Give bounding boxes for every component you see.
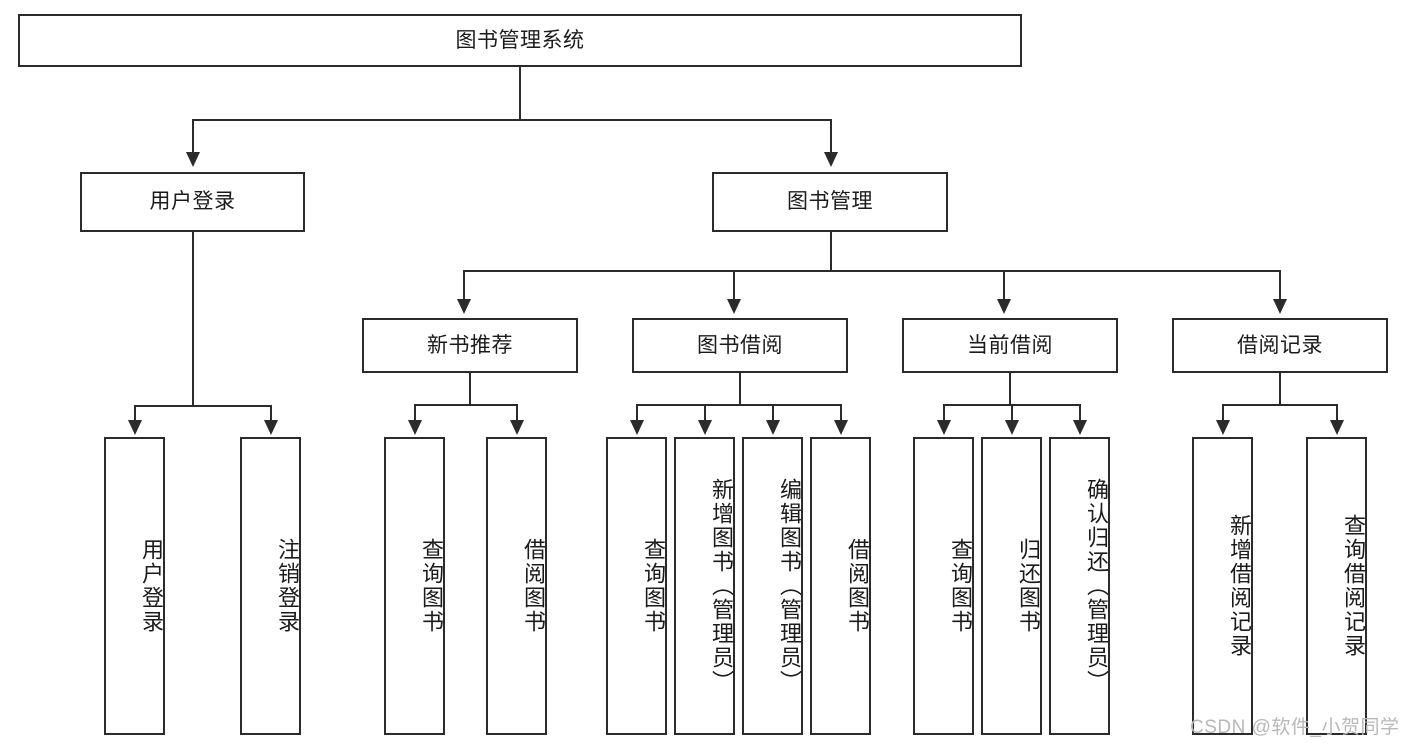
arrow-new-book-recommend [457,299,471,314]
arrow-nbr-leaf-2 [510,420,524,435]
connector-drop-cb-leaf-2 [1011,404,1013,422]
node-current-borrow[interactable]: 当前借阅 [902,318,1118,373]
connector-drop-leaf-user-login [134,405,136,423]
connector-drop-br-leaf-2 [1336,404,1338,422]
connector-drop-borrow-record [1279,270,1281,302]
arrow-bb-leaf-1 [630,420,644,435]
watermark-text: CSDN @软件_小贺同学 [1190,717,1400,738]
node-label: 注销登录 [275,538,300,634]
connector-borrow-record-leaf-bus [1222,404,1338,406]
node-label: 借阅图书 [845,538,870,634]
arrow-user-login [186,152,200,167]
connector-drop-leaf-logout [270,405,272,423]
node-label: 新增图书（管理员） [709,478,734,694]
node-label: 当前借阅 [967,333,1053,357]
arrow-book-management [824,152,838,167]
arrow-cb-leaf-2 [1005,420,1019,435]
connector-current-borrow-stem [1009,373,1011,406]
arrow-bb-leaf-4 [834,420,848,435]
node-label: 用户登录 [149,190,236,214]
connector-drop-user-login [192,119,194,155]
leaf-cb-return-book[interactable]: 归还图书 [981,437,1042,735]
leaf-br-query-record[interactable]: 查询借阅记录 [1306,437,1367,735]
connector-drop-bb-leaf-3 [772,404,774,422]
node-label: 查询图书 [641,538,666,634]
arrow-bb-leaf-2 [698,420,712,435]
arrow-leaf-user-login [128,420,142,435]
leaf-nbr-borrow-book[interactable]: 借阅图书 [486,437,547,735]
arrow-book-borrow [727,299,741,314]
node-root-book-management-system[interactable]: 图书管理系统 [18,14,1022,67]
arrow-nbr-leaf-1 [408,420,422,435]
node-label: 图书管理 [787,190,873,214]
connector-drop-cb-leaf-3 [1079,404,1081,422]
connector-new-book-recommend-stem [469,373,471,406]
leaf-cb-confirm-return-admin[interactable]: 确认归还（管理员） [1049,437,1110,735]
connector-drop-nbr-leaf-1 [414,404,416,422]
node-book-management[interactable]: 图书管理 [712,172,948,232]
connector-new-book-recommend-leaf-bus [414,404,518,406]
connector-user-login-stem [192,232,194,407]
connector-borrow-record-stem [1279,373,1281,406]
leaf-user-login[interactable]: 用户登录 [104,437,165,735]
node-label: 图书管理系统 [455,28,585,52]
leaf-bb-borrow-book[interactable]: 借阅图书 [810,437,871,735]
node-label: 新书推荐 [427,333,513,357]
connector-drop-bb-leaf-1 [636,404,638,422]
node-label: 图书借阅 [697,333,783,357]
node-label: 查询图书 [419,538,444,634]
connector-drop-bb-leaf-2 [704,404,706,422]
connector-drop-book-borrow [733,270,735,302]
leaf-bb-edit-book-admin[interactable]: 编辑图书（管理员） [742,437,803,735]
node-new-book-recommend[interactable]: 新书推荐 [362,318,578,373]
node-label: 确认归还（管理员） [1084,478,1109,694]
arrow-borrow-record [1273,299,1287,314]
connector-level2-bus [192,119,832,121]
leaf-cb-query-book[interactable]: 查询图书 [913,437,974,735]
connector-drop-book-management [830,119,832,155]
arrow-br-leaf-1 [1216,420,1230,435]
connector-root-stem [519,67,521,120]
arrow-bb-leaf-3 [766,420,780,435]
leaf-bb-query-book[interactable]: 查询图书 [606,437,667,735]
node-label: 编辑图书（管理员） [777,478,802,694]
leaf-bb-add-book-admin[interactable]: 新增图书（管理员） [674,437,735,735]
connector-user-login-leaf-bus [134,405,272,407]
connector-book-borrow-stem [739,373,741,406]
node-user-login[interactable]: 用户登录 [80,172,305,232]
node-label: 归还图书 [1016,538,1041,634]
node-label: 用户登录 [139,538,164,634]
connector-book-management-stem [830,232,832,272]
leaf-br-add-record[interactable]: 新增借阅记录 [1192,437,1253,735]
leaf-nbr-query-book[interactable]: 查询图书 [384,437,445,735]
arrow-leaf-logout [264,420,278,435]
node-label: 查询图书 [948,538,973,634]
node-label: 借阅图书 [521,538,546,634]
node-label: 借阅记录 [1237,333,1323,357]
connector-level3-bus [463,270,1281,272]
connector-drop-current-borrow [1003,270,1005,302]
node-book-borrow[interactable]: 图书借阅 [632,318,848,373]
leaf-logout[interactable]: 注销登录 [240,437,301,735]
node-label: 新增借阅记录 [1227,514,1252,658]
arrow-cb-leaf-3 [1073,420,1087,435]
connector-drop-cb-leaf-1 [943,404,945,422]
arrow-cb-leaf-1 [937,420,951,435]
connector-drop-br-leaf-1 [1222,404,1224,422]
connector-drop-nbr-leaf-2 [516,404,518,422]
connector-drop-bb-leaf-4 [840,404,842,422]
connector-book-borrow-leaf-bus [636,404,842,406]
connector-drop-new-book-recommend [463,270,465,302]
arrow-current-borrow [997,299,1011,314]
node-label: 查询借阅记录 [1341,514,1366,658]
node-borrow-record[interactable]: 借阅记录 [1172,318,1388,373]
arrow-br-leaf-2 [1330,420,1344,435]
